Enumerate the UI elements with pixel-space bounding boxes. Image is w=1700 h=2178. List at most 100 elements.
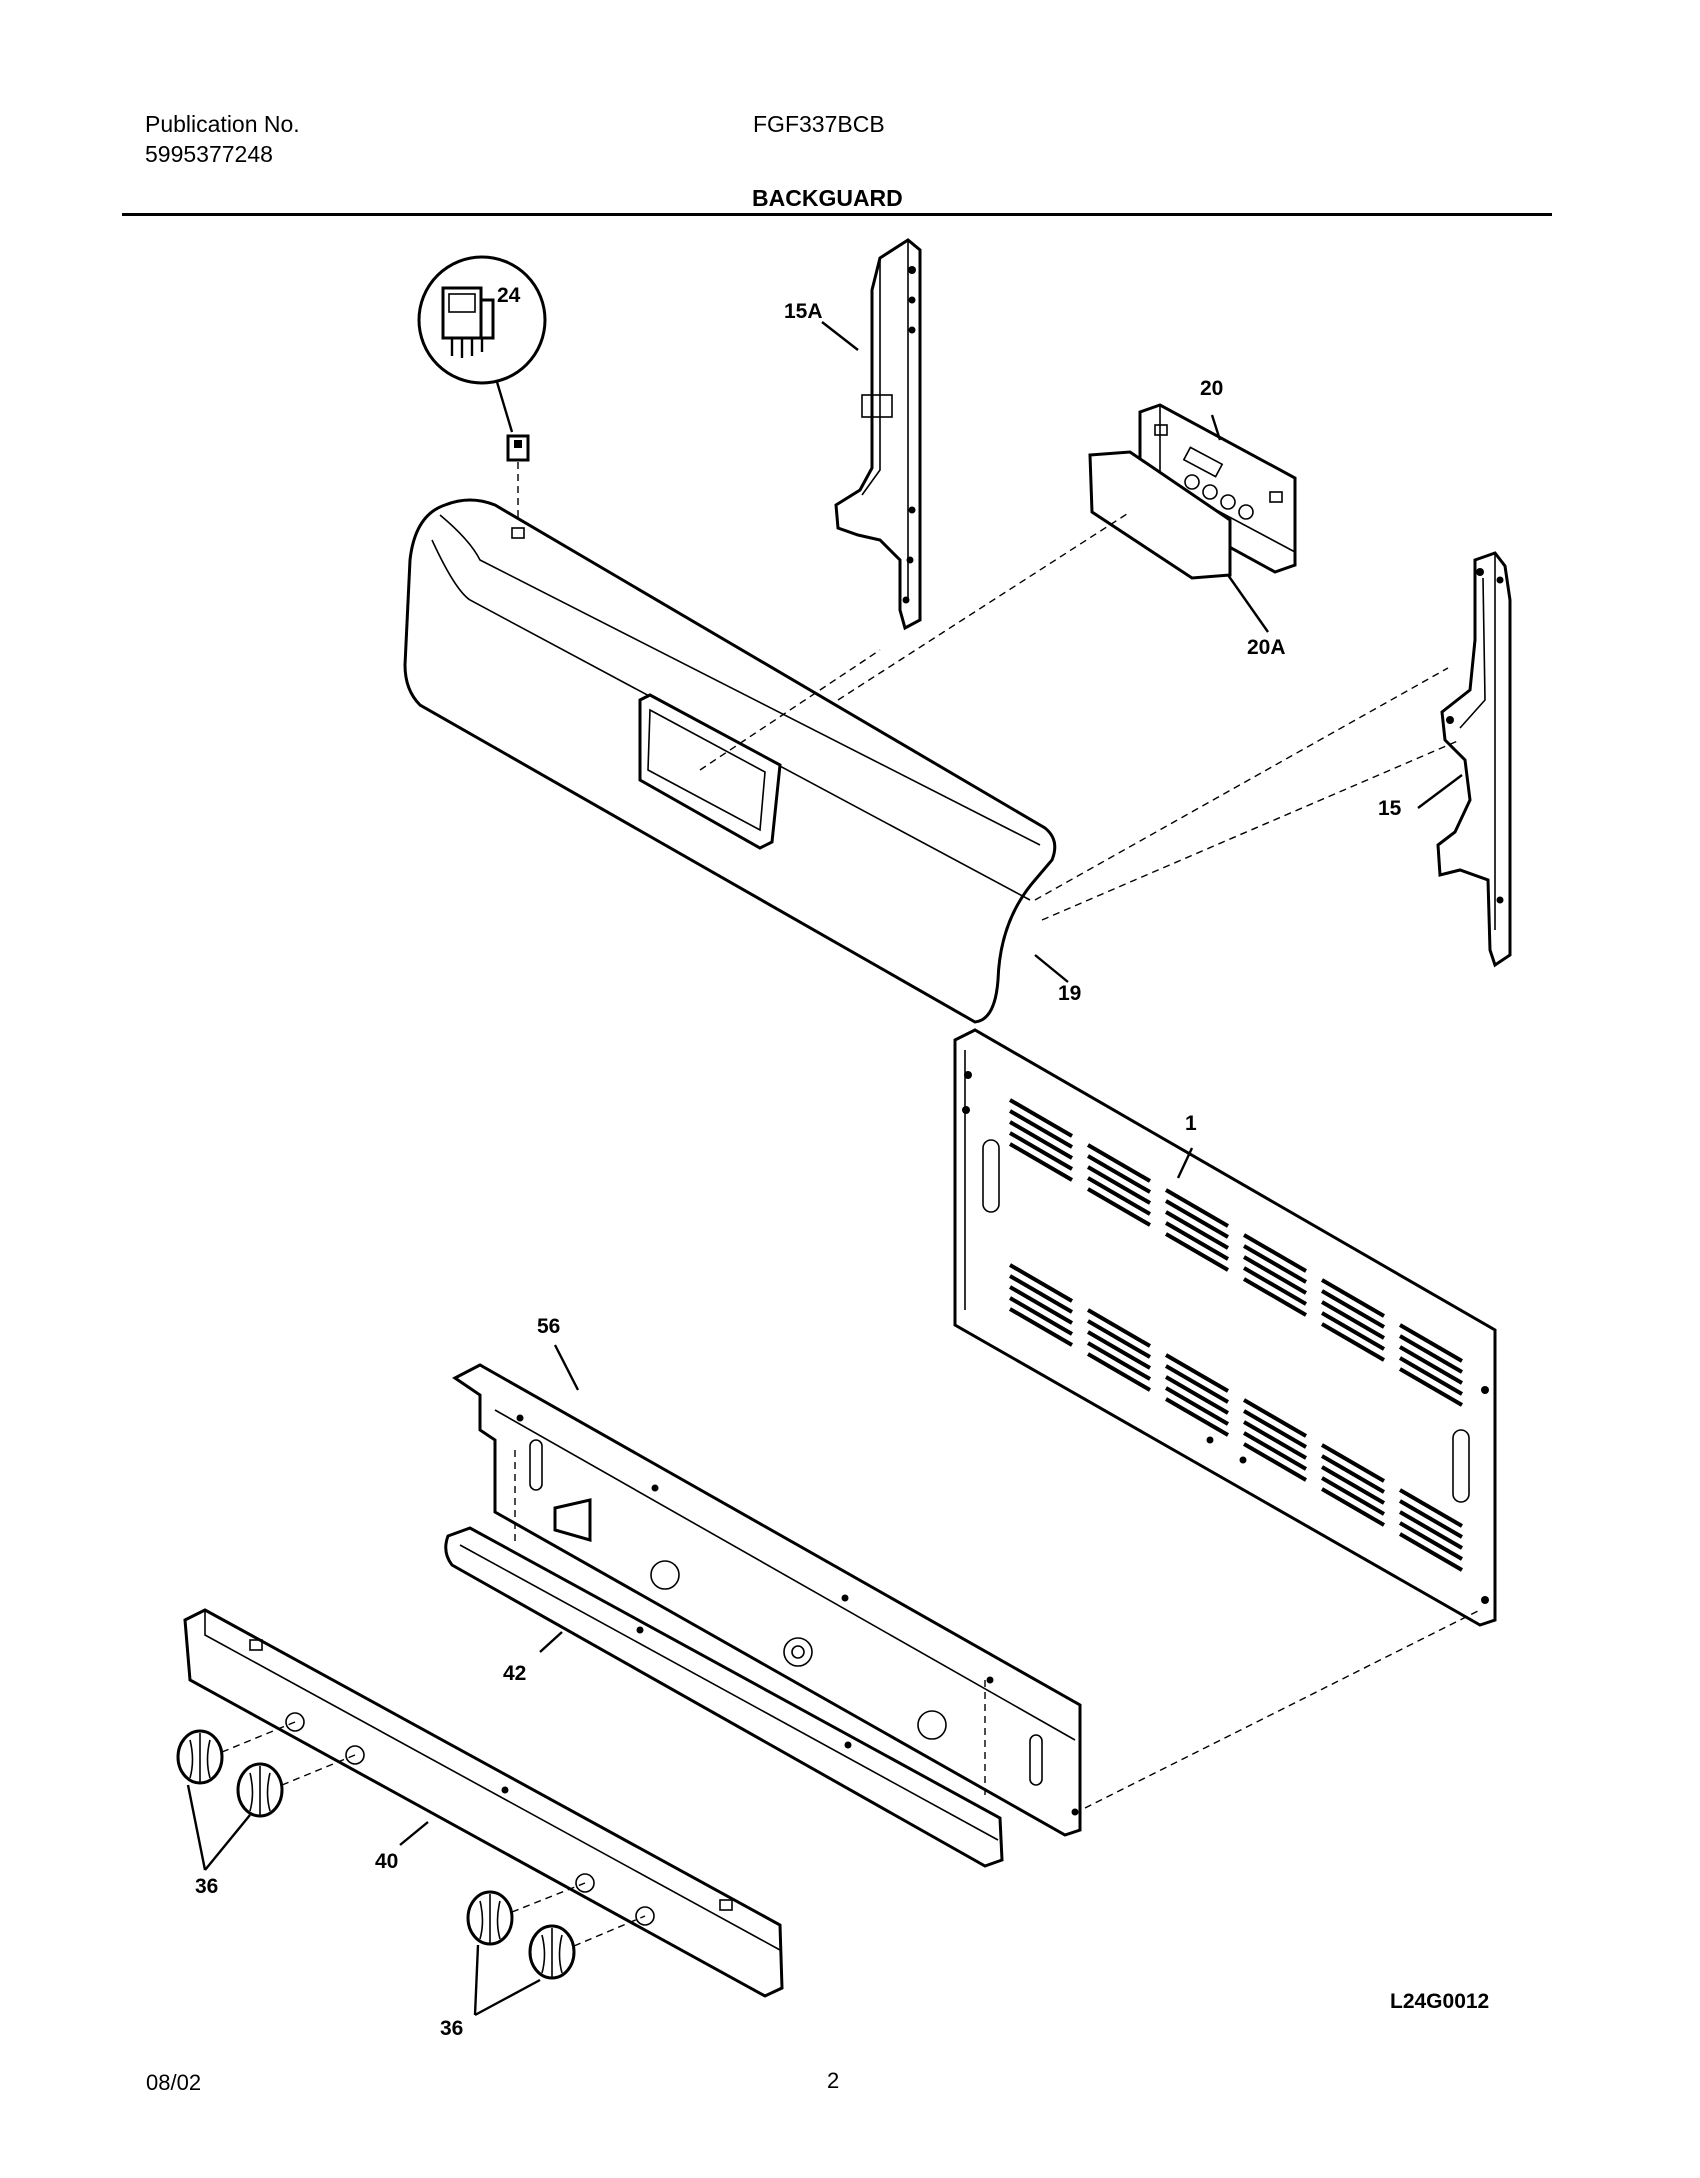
louver-slot xyxy=(1320,1322,1386,1362)
publication-label: Publication No. xyxy=(145,111,300,137)
louver-slot xyxy=(1242,1277,1308,1317)
louver-slot xyxy=(1008,1098,1074,1138)
publication-number: 5995377248 xyxy=(145,141,273,167)
louver-slot xyxy=(1086,1154,1152,1194)
louver-slot xyxy=(1086,1176,1152,1216)
footer-date: 08/02 xyxy=(146,2070,202,2095)
louver-slot xyxy=(1008,1263,1074,1303)
louver-slot xyxy=(1008,1307,1074,1347)
header-rule xyxy=(122,213,1552,216)
louver-slot xyxy=(1398,1532,1464,1572)
louver-slot xyxy=(1164,1199,1230,1239)
label-part-1: 1 xyxy=(1185,1112,1197,1135)
louver-slot xyxy=(1008,1274,1074,1314)
align-line-15A xyxy=(699,649,881,771)
label-part-56: 56 xyxy=(537,1315,560,1338)
label-part-36-left: 36 xyxy=(195,1875,218,1898)
louver-slot xyxy=(1008,1285,1074,1325)
label-part-20A: 20A xyxy=(1247,636,1286,659)
louver-slot xyxy=(1320,1300,1386,1340)
louver-slot xyxy=(1398,1323,1464,1363)
page-number: 2 xyxy=(827,2068,840,2093)
part-1-rear-panel xyxy=(953,1028,1497,1627)
louver-slot xyxy=(1320,1476,1386,1516)
louver-slot xyxy=(1242,1409,1308,1449)
louver-slot xyxy=(1398,1356,1464,1396)
louver-slot xyxy=(1242,1431,1308,1471)
label-part-24: 24 xyxy=(497,284,521,307)
louver-slot xyxy=(1320,1311,1386,1351)
louver-slot xyxy=(1398,1510,1464,1550)
align-line-15-bottom xyxy=(1041,739,1461,921)
louver-slot xyxy=(1242,1255,1308,1295)
knob-4 xyxy=(528,1924,576,1980)
louver-slot xyxy=(1398,1499,1464,1539)
part-42-trim xyxy=(444,1526,1004,1868)
louver-slot xyxy=(1164,1397,1230,1437)
louver-slot xyxy=(1398,1521,1464,1561)
label-part-20: 20 xyxy=(1200,377,1223,400)
louver-slot xyxy=(1242,1244,1308,1284)
label-part-15A: 15A xyxy=(784,300,823,323)
label-part-42: 42 xyxy=(503,1662,526,1685)
louver-slot xyxy=(1008,1131,1074,1171)
knob-3 xyxy=(466,1890,514,1946)
louver-slot xyxy=(1398,1367,1464,1407)
louver-slot xyxy=(1320,1465,1386,1505)
louver-slot xyxy=(1164,1232,1230,1272)
louver-slot xyxy=(1164,1210,1230,1250)
louver-slot xyxy=(1242,1442,1308,1482)
louver-slot xyxy=(1242,1420,1308,1460)
louver-slot xyxy=(1086,1187,1152,1227)
louver-slot xyxy=(1398,1488,1464,1528)
part-15-bracket xyxy=(1417,551,1512,968)
label-part-19: 19 xyxy=(1058,982,1081,1005)
louver-slot xyxy=(1086,1308,1152,1348)
part-15A-bracket xyxy=(821,238,922,631)
louver-slot xyxy=(1164,1364,1230,1404)
align-line-board xyxy=(837,511,1131,701)
louver-slot xyxy=(1320,1487,1386,1527)
section-title: BACKGUARD xyxy=(752,185,903,211)
louver-slot xyxy=(1242,1266,1308,1306)
louver-slot xyxy=(1320,1454,1386,1494)
louver-slot xyxy=(1086,1352,1152,1392)
louver-slot xyxy=(1398,1345,1464,1385)
louver-slot xyxy=(1320,1278,1386,1318)
knob-1 xyxy=(176,1729,224,1785)
louver-slot xyxy=(1086,1341,1152,1381)
louver-slot xyxy=(1086,1330,1152,1370)
part-40-control-panel xyxy=(183,1608,784,1998)
louver-slot xyxy=(1008,1109,1074,1149)
louver-slot xyxy=(1242,1398,1308,1438)
label-part-15: 15 xyxy=(1378,797,1402,820)
louver-slot xyxy=(1242,1233,1308,1273)
louver-slot xyxy=(1086,1165,1152,1205)
knob-2 xyxy=(236,1762,284,1818)
louver-slot xyxy=(1008,1296,1074,1336)
diagram-code: L24G0012 xyxy=(1390,1990,1490,2013)
label-part-40: 40 xyxy=(375,1850,398,1873)
part-19-backguard-panel xyxy=(403,498,1069,1024)
label-part-36-right: 36 xyxy=(440,2017,463,2040)
louver-slot xyxy=(1086,1143,1152,1183)
louver-slot xyxy=(1164,1375,1230,1415)
part-56-control-bracket xyxy=(452,1344,1082,1837)
part-20A-overlay xyxy=(1088,450,1269,633)
louver-slot xyxy=(1164,1221,1230,1261)
louver-slot xyxy=(1320,1443,1386,1483)
align-line-rear xyxy=(1084,1609,1481,1809)
louver-slot xyxy=(1398,1334,1464,1374)
louver-slot xyxy=(1320,1289,1386,1329)
louver-slot xyxy=(1164,1353,1230,1393)
part-36-knobs xyxy=(176,1721,646,2017)
part-24-switch xyxy=(417,255,547,535)
louver-slot xyxy=(1164,1188,1230,1228)
louver-slot xyxy=(1164,1386,1230,1426)
louver-slot xyxy=(1008,1142,1074,1182)
louver-slot xyxy=(1086,1319,1152,1359)
louver-slot xyxy=(1008,1120,1074,1160)
align-line-15-top xyxy=(1034,667,1449,901)
model-number: FGF337BCB xyxy=(753,111,885,137)
